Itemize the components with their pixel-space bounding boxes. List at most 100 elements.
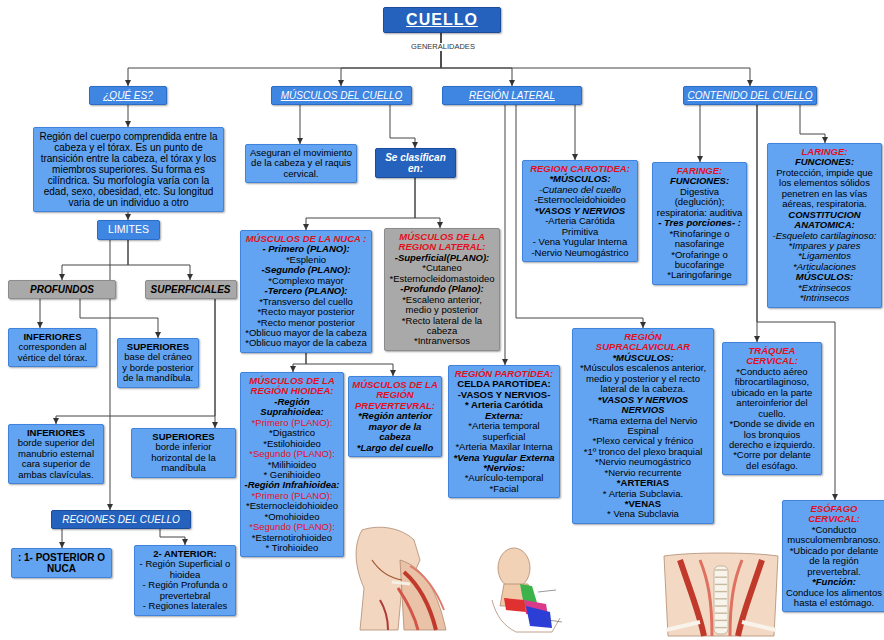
- concept-box: MÚSCULOS DE LA REGIÓN PREVERTEVRAL:*Regi…: [348, 376, 442, 457]
- node-text: *Función:: [786, 577, 883, 587]
- trachea-ring: [715, 605, 727, 606]
- node-text: * Vena Subclavia: [576, 509, 710, 519]
- neck-anatomy-figure: [356, 527, 446, 630]
- node-text: LARINGE:: [771, 147, 878, 157]
- node-text: ESÓFAGO CERVICAL:: [786, 504, 883, 525]
- node-text: ¿QUÉ ES?: [93, 90, 163, 101]
- concept-box: REGIÓN PAROTÍDEA:CELDA PAROTÍDEA:-VASOS …: [448, 365, 560, 498]
- connector-arrow: [700, 105, 701, 162]
- node-text: - Región Profunda o prevertebral: [138, 580, 232, 601]
- node-text: *Primero (PLANO):: [244, 418, 340, 428]
- node-text: 2- ANTERIOR:: [138, 549, 232, 559]
- node-text: FARINGE:: [656, 166, 743, 176]
- node-text: : 1- POSTERIOR O NUCA: [15, 552, 108, 574]
- node-text: *Recto menor posterior: [244, 318, 368, 328]
- node-text: corresponden al vértice del tórax.: [12, 342, 93, 363]
- node-text: MÚSCULOS DE LA REGIÓN PREVERTEVRAL:: [352, 380, 438, 411]
- leader-line: [538, 590, 556, 592]
- muscle: [700, 560, 712, 636]
- node-text: *Oblicuo mayor de la cabeza: [244, 328, 368, 338]
- node-text: - Tres porciones- :: [656, 218, 743, 228]
- connector-arrow: [40, 299, 41, 328]
- node-text: MÚSCULOS DE LA REGION LATERAL:: [388, 232, 496, 253]
- node-text: *Articulaciones: [771, 262, 878, 272]
- node-text: CONTENIDO DEL CUELLO: [687, 90, 813, 101]
- concept-box: TRÁQUEA CERVICAL:*Conducto aéreo fibroca…: [722, 342, 822, 475]
- neck-outline: [400, 560, 446, 630]
- muscle: [404, 572, 436, 630]
- connector-arrow: [800, 105, 825, 143]
- node-text: borde superior del manubrio esternal car…: [12, 438, 100, 480]
- node-text: Se clasifican en:: [379, 152, 452, 174]
- node-text: *Nervios:: [452, 463, 556, 473]
- node-text: *Primero (PLANO):: [244, 491, 340, 501]
- node-text: -Esternocleidohioideo: [526, 195, 634, 205]
- node-text: *VENAS: [576, 499, 710, 509]
- node-text: TRÁQUEA CERVICAL:: [726, 346, 818, 367]
- node-text: - Región Superficial o hioidea: [138, 559, 232, 580]
- node-text: Protección, impide que los elementos sól…: [771, 168, 878, 210]
- leader-line: [548, 620, 562, 622]
- node-text: SUPERIORES: [135, 432, 232, 442]
- connector-arrow: [341, 33, 441, 86]
- vessel: [380, 600, 388, 630]
- neck-outline: [664, 553, 778, 636]
- node-text: -Tercero (PLANO):: [244, 286, 368, 296]
- node-text: *VASOS Y NERVIOS: [526, 206, 634, 216]
- node-text: -Nervio Neumogástrico: [526, 248, 634, 258]
- concept-box: CUELLO: [383, 7, 501, 33]
- hyoid-bone: [392, 582, 410, 584]
- connector-arrow: [575, 105, 576, 160]
- node-text: *Esternocleidohioideo: [244, 501, 340, 511]
- concept-box: Región del cuerpo comprendida entre la c…: [33, 127, 224, 212]
- node-text: *Donde se divide en los bronquios derech…: [726, 419, 818, 450]
- shoulder-line: [492, 600, 560, 632]
- region-patch: [526, 606, 552, 628]
- node-text: MÚSCULOS DEL CUELLO: [275, 90, 408, 101]
- node-text: *Transverso del cuello: [244, 297, 368, 307]
- node-text: *Omohioideo: [244, 512, 340, 522]
- node-text: *Arteria temporal superficial: [452, 421, 556, 442]
- node-text: REGIONES DEL CUELLO: [55, 514, 187, 525]
- node-text: REGIÓN PAROTÍDEA:: [452, 369, 556, 379]
- node-text: *Orofaringe o bucofaringe: [656, 250, 743, 271]
- connector-arrow: [128, 212, 129, 220]
- concept-box: PROFUNDOS: [8, 280, 116, 299]
- concept-box: SUPERFICIALES: [145, 280, 237, 299]
- concept-box: FARINGE:FUNCIONES:Digestiva (deglución);…: [652, 162, 747, 285]
- node-text: *Digastrico: [244, 428, 340, 438]
- connector-arrow: [215, 299, 216, 428]
- section-label: GENERALIDADES: [400, 43, 486, 51]
- node-text: LIMITES: [101, 224, 156, 236]
- muscle: [398, 588, 418, 630]
- node-text: *Nervio recurrente: [576, 468, 710, 478]
- node-text: borde inferior horizontal de la mandíbul…: [135, 442, 232, 473]
- node-text: Conduce los alimentos hasta el estómago.: [786, 588, 883, 609]
- trachea-ring: [715, 591, 727, 592]
- trachea-ring: [715, 627, 727, 628]
- concept-box: ESÓFAGO CERVICAL:*Conducto musculomembra…: [782, 500, 884, 612]
- concept-box: REGIÓN SUPRACLAVICULAR*MÚSCULOS:*Músculo…: [572, 328, 714, 524]
- node-text: * Tirohioideo: [244, 543, 340, 553]
- node-text: *Esternocleidomastoideo: [388, 274, 496, 284]
- connector-arrow: [505, 105, 506, 365]
- concept-box: MÚSCULOS DE LA REGIÓN HIOIDEA:-Región Su…: [240, 372, 344, 557]
- node-text: MÚSCULOS DE LA REGIÓN HIOIDEA:: [244, 376, 340, 397]
- node-text: MÚSCULOS:: [771, 272, 878, 282]
- concept-box: INFERIOREScorresponden al vértice del tó…: [8, 328, 97, 367]
- node-text: * Arteria Carótida: [452, 400, 556, 410]
- node-text: REGIÓN SUPRACLAVICULAR: [576, 332, 710, 353]
- node-text: Región del cuerpo comprendida entre la c…: [37, 131, 220, 208]
- trachea-ring: [715, 613, 727, 614]
- connector-arrow: [415, 178, 440, 228]
- node-text: REGION CAROTIDEA:: [526, 164, 634, 174]
- node-text: *Facial: [452, 484, 556, 494]
- concept-box: MÚSCULOS DEL CUELLO: [271, 86, 412, 105]
- node-text: *ARTERIAS: [576, 478, 710, 488]
- throat-anatomy-figure: [664, 553, 778, 636]
- node-text: *Intrinsecos: [771, 293, 878, 303]
- node-text: - Regiones laterales: [138, 601, 232, 611]
- node-text: INFERIORES: [12, 428, 100, 438]
- node-text: *Región anterior mayor de la cabeza: [352, 411, 438, 442]
- neck-regions-figure: [492, 548, 562, 632]
